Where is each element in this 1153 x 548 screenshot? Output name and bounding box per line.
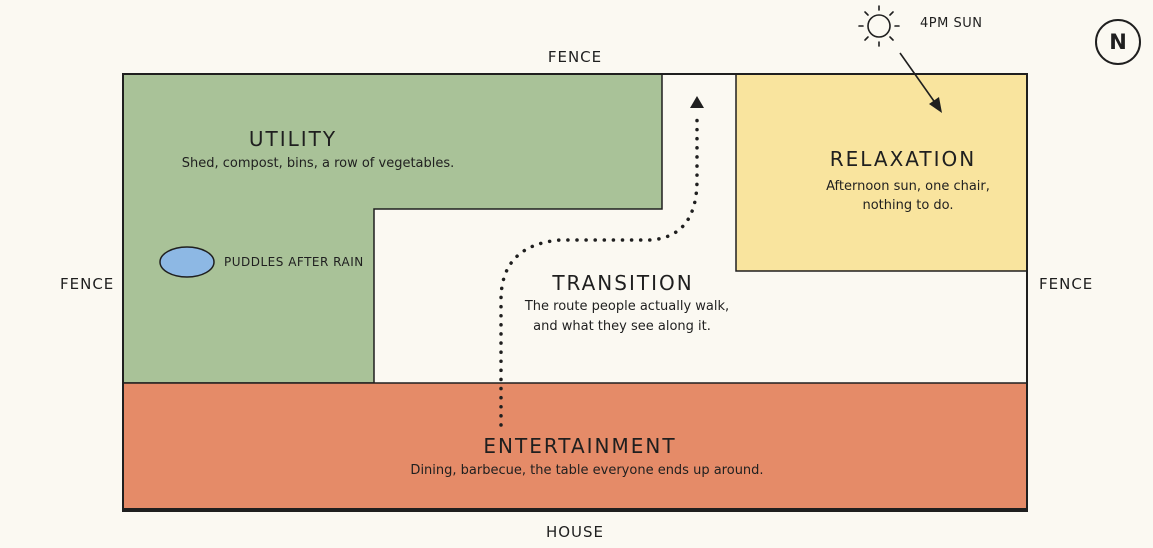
sun-label: 4PM SUN [920,16,983,31]
puddle-label: PUDDLES AFTER RAIN [224,255,364,269]
relaxation-description-line2: nothing to do. [862,198,954,213]
transition-description-line1: The route people actually walk, [524,299,730,314]
entertainment-title: ENTERTAINMENT [483,434,677,458]
house-label: HOUSE [545,523,605,541]
path-arrowhead [690,96,704,108]
walking-path [499,110,699,427]
relaxation-title: RELAXATION [829,147,977,171]
north-compass: N [1095,19,1141,65]
fence-top-label: FENCE [547,48,603,66]
sun-arrow-head [929,97,942,113]
utility-description: Shed, compost, bins, a row of vegetables… [181,156,455,171]
entertainment-description: Dining, barbecue, the table everyone end… [410,463,764,478]
fence-left-label: FENCE [60,275,115,293]
sun-icon [858,5,900,47]
transition-title: TRANSITION [552,271,694,295]
utility-title: UTILITY [248,127,338,151]
transition-description-line2: and what they see along it. [533,319,711,334]
relaxation-zone [735,73,1028,272]
fence-right-label: FENCE [1039,275,1094,293]
puddle-shape [159,246,215,278]
relaxation-description-line1: Afternoon sun, one chair, [826,179,990,194]
sun-arrow [899,52,937,105]
